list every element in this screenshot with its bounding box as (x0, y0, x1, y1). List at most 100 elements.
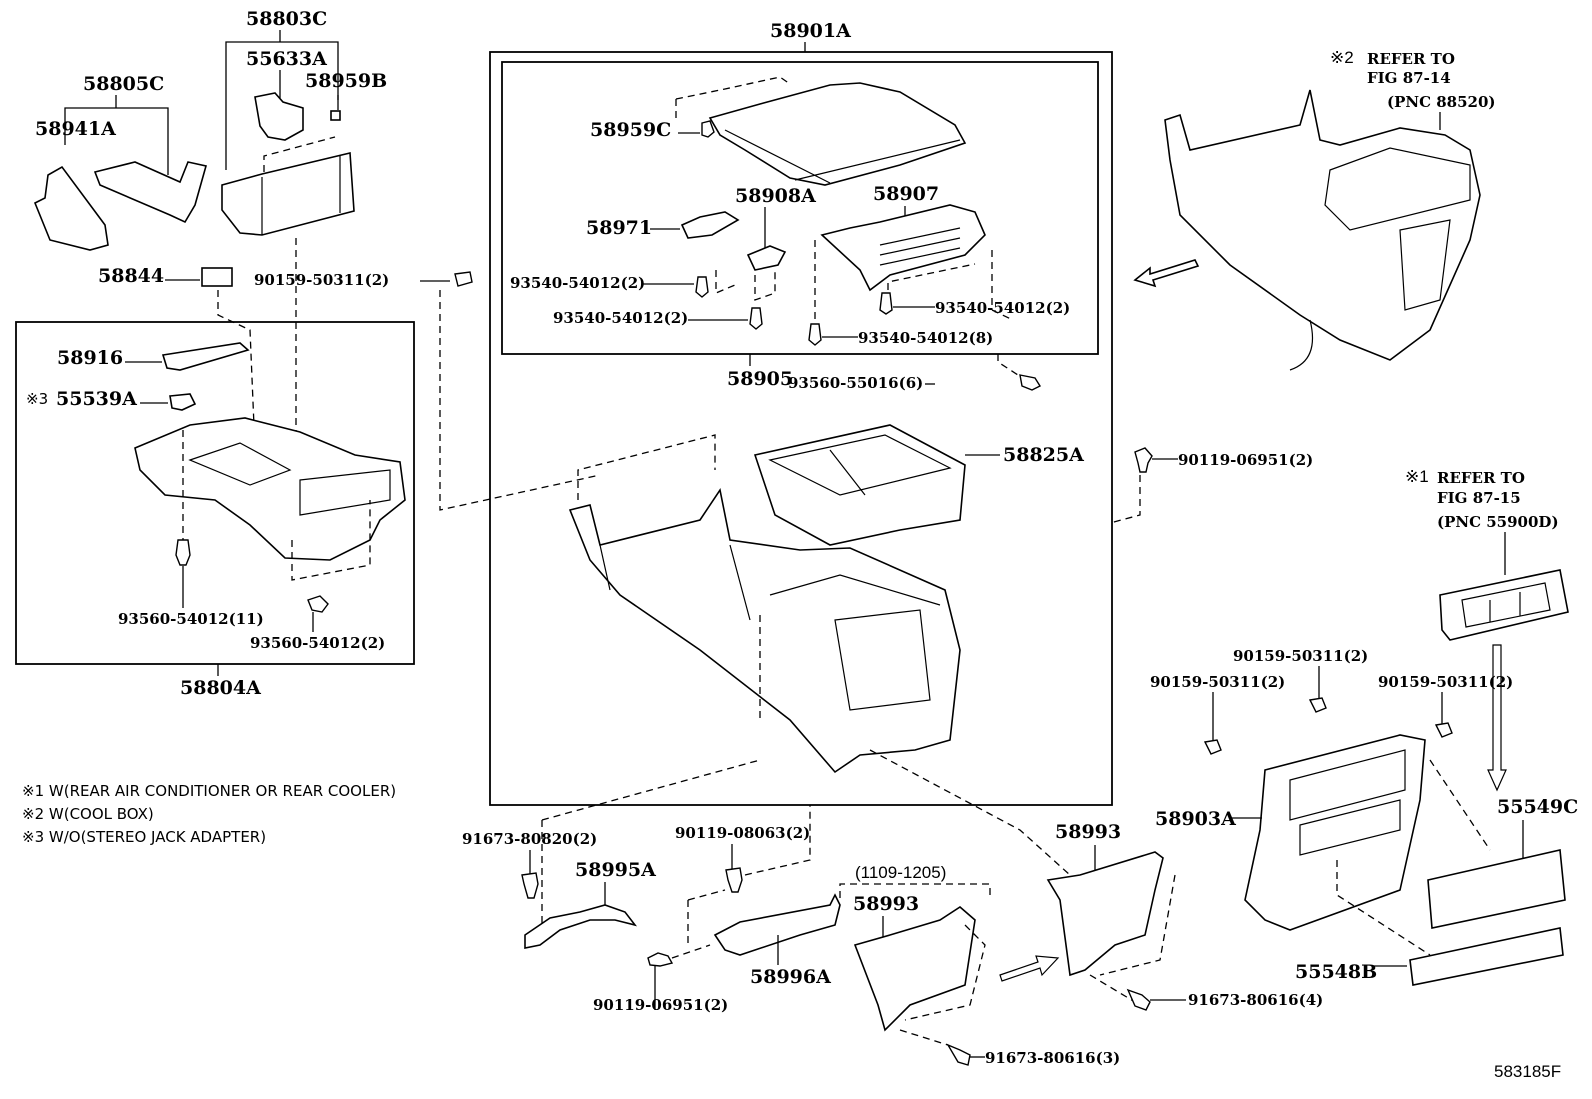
part-58993-b[interactable] (1046, 851, 1164, 977)
part-58803C[interactable] (221, 152, 355, 236)
screw-93540-b[interactable] (749, 307, 763, 330)
ref2-mark: ※2 (1330, 48, 1354, 67)
label-91673-80616-3[interactable]: 91673-80616(3) (985, 1049, 1120, 1067)
label-55548B[interactable]: 55548B (1295, 961, 1377, 983)
screw-90119-06951-b[interactable] (647, 952, 674, 967)
label-58993-b[interactable]: 58993 (1055, 821, 1121, 843)
part-58959C[interactable] (701, 120, 715, 138)
part-cool-box-assembly[interactable] (1164, 89, 1481, 361)
part-58825A[interactable] (753, 424, 966, 546)
part-58805C[interactable] (93, 161, 207, 224)
label-91673-80616-4[interactable]: 91673-80616(4) (1188, 991, 1323, 1009)
label-90159-50311-c[interactable]: 90159-50311(2) (1150, 673, 1285, 691)
arrow-down (1487, 644, 1507, 792)
part-58903A[interactable] (1244, 734, 1426, 931)
part-armrest-lid[interactable] (708, 82, 967, 186)
part-58941A[interactable] (33, 165, 109, 251)
screw-90159-c[interactable] (1203, 739, 1222, 755)
part-55549C[interactable] (1427, 849, 1566, 929)
part-58993-a[interactable] (853, 906, 976, 1032)
label-58903A[interactable]: 58903A (1155, 808, 1236, 830)
note-2: ※2 W(COOL BOX) (22, 805, 154, 823)
label-93560-54012-11[interactable]: 93560-54012(11) (118, 610, 264, 628)
label-93560-55016[interactable]: 93560-55016(6) (788, 374, 923, 392)
ref1-mark: ※1 (1405, 467, 1429, 486)
label-58905[interactable]: 58905 (727, 368, 793, 390)
screw-93560-55016[interactable] (1019, 374, 1042, 391)
part-55633A[interactable] (254, 92, 304, 141)
part-58995A[interactable] (524, 904, 638, 949)
part-55548B[interactable] (1409, 927, 1564, 986)
ref2-line3[interactable]: (PNC 88520) (1387, 93, 1496, 111)
part-58844[interactable] (201, 267, 233, 287)
screw-93540-8[interactable] (808, 323, 822, 346)
ref2-line2: FIG 87-14 (1367, 69, 1451, 87)
screw-93540-a[interactable] (695, 276, 709, 298)
label-58995A[interactable]: 58995A (575, 859, 656, 881)
part-58907[interactable] (820, 204, 986, 292)
screw-91673-80616-4[interactable] (1126, 988, 1151, 1011)
rear-panel-group: 90119-06951(2) ※1 REFER TO FIG 87-15 (PN… (1109, 447, 1578, 986)
part-58996A[interactable] (713, 893, 841, 956)
part-55539A[interactable] (169, 393, 197, 411)
label-55633A[interactable]: 55633A (246, 48, 327, 70)
screw-90119-08063[interactable] (725, 867, 743, 893)
label-58959C[interactable]: 58959C (590, 119, 671, 141)
label-58825A[interactable]: 58825A (1003, 444, 1084, 466)
arrow-left (1133, 259, 1200, 288)
label-58901A[interactable]: 58901A (770, 20, 851, 42)
label-58804A[interactable]: 58804A (180, 677, 261, 699)
label-55539A-mark: ※3 (26, 390, 48, 408)
label-91673-80820[interactable]: 91673-80820(2) (462, 830, 597, 848)
label-58844[interactable]: 58844 (98, 265, 164, 287)
screw-93540-c[interactable] (879, 292, 893, 315)
label-93540-54012-b[interactable]: 93540-54012(2) (553, 309, 688, 327)
label-58908A[interactable]: 58908A (735, 185, 816, 207)
screw-91673-80820[interactable] (521, 872, 539, 899)
label-55539A[interactable]: 55539A (56, 388, 137, 410)
part-58804A[interactable] (134, 417, 406, 561)
screw-90159-d[interactable] (1434, 722, 1453, 738)
label-90159-50311-a[interactable]: 90159-50311(2) (254, 271, 389, 289)
screw-90159-50311[interactable] (454, 271, 473, 287)
label-90159-50311-d[interactable]: 90159-50311(2) (1378, 673, 1513, 691)
label-93540-54012-a[interactable]: 93540-54012(2) (510, 274, 645, 292)
label-55549C[interactable]: 55549C (1497, 796, 1578, 818)
label-58993-a[interactable]: 58993 (853, 893, 919, 915)
label-93540-54012-8[interactable]: 93540-54012(8) (858, 329, 993, 347)
note-3: ※3 W/O(STEREO JACK ADAPTER) (22, 828, 266, 846)
screw-90159-b[interactable] (1308, 697, 1327, 713)
label-90119-06951-b[interactable]: 90119-06951(2) (593, 996, 728, 1014)
part-console-body[interactable] (568, 487, 961, 774)
label-58941A[interactable]: 58941A (35, 118, 116, 140)
label-90119-08063[interactable]: 90119-08063(2) (675, 824, 810, 842)
label-58916[interactable]: 58916 (57, 347, 123, 369)
screw-91673-80616-3[interactable] (946, 1043, 971, 1066)
part-58971[interactable] (680, 211, 740, 239)
bracket-group: 91673-80820(2) 58995A 90119-08063(2) 589… (462, 749, 1323, 1067)
label-93560-54012-2[interactable]: 93560-54012(2) (250, 634, 385, 652)
part-rear-ac-control[interactable] (1439, 569, 1569, 641)
part-58916[interactable] (161, 342, 250, 371)
ref1-line3[interactable]: (PNC 55900D) (1437, 513, 1559, 531)
label-58907[interactable]: 58907 (873, 183, 939, 205)
label-58996A[interactable]: 58996A (750, 966, 831, 988)
part-58959B[interactable] (330, 110, 341, 121)
cup-holder-group: 58803C 55633A 58959B 58805C 58941A 58844… (33, 8, 601, 511)
ref2-line1: REFER TO (1367, 50, 1455, 68)
screw-93560-54012-2[interactable] (307, 595, 329, 613)
part-58908A[interactable] (746, 245, 787, 271)
figure-code: 583185F (1494, 1062, 1561, 1081)
note-1: ※1 W(REAR AIR CONDITIONER OR REAR COOLER… (22, 782, 396, 800)
label-58959B[interactable]: 58959B (305, 70, 387, 92)
console-box-group: 58901A 58959C 58908A 58971 58907 93540-5… (489, 20, 1113, 806)
screw-90119-06951-a[interactable] (1134, 447, 1153, 473)
label-93540-54012-c[interactable]: 93540-54012(2) (935, 299, 1070, 317)
label-58971[interactable]: 58971 (586, 217, 652, 239)
label-90119-06951-a[interactable]: 90119-06951(2) (1178, 451, 1313, 469)
label-90159-50311-b[interactable]: 90159-50311(2) (1233, 647, 1368, 665)
label-58803C[interactable]: 58803C (246, 8, 327, 30)
label-58805C[interactable]: 58805C (83, 73, 164, 95)
screw-93560-54012-11[interactable] (175, 539, 191, 566)
